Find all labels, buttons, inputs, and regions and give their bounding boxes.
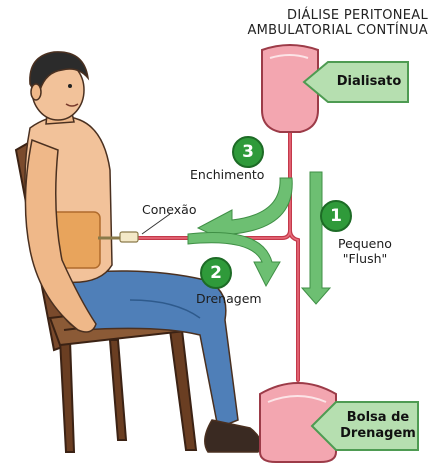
step-2-badge: 2 xyxy=(200,257,232,289)
dialysate-bag xyxy=(262,45,318,132)
bolsa-label: Bolsa de Drenagem xyxy=(338,410,418,442)
bolsa-label-line-2: Drenagem xyxy=(338,426,418,442)
enchimento-label: Enchimento xyxy=(190,167,264,182)
flush-label-line-2: "Flush" xyxy=(330,251,400,266)
flush-label-line-1: Pequeno xyxy=(330,236,400,251)
step-1-badge: 1 xyxy=(320,200,352,232)
page-title: DIÁLISE PERITONEAL AMBULATORIAL CONTÍNUA xyxy=(247,8,428,38)
title-line-2: AMBULATORIAL CONTÍNUA xyxy=(247,23,428,38)
drenagem-label: Drenagem xyxy=(196,291,262,306)
bolsa-label-line-1: Bolsa de xyxy=(338,410,418,426)
flush-label: Pequeno "Flush" xyxy=(330,236,400,266)
person xyxy=(25,52,261,452)
flush-arrow xyxy=(302,172,330,304)
dialisato-label: Dialisato xyxy=(330,74,408,90)
conexao-label: Conexão xyxy=(142,202,196,217)
title-line-1: DIÁLISE PERITONEAL xyxy=(247,8,428,23)
shoe xyxy=(205,420,261,452)
step-3-badge: 3 xyxy=(232,136,264,168)
